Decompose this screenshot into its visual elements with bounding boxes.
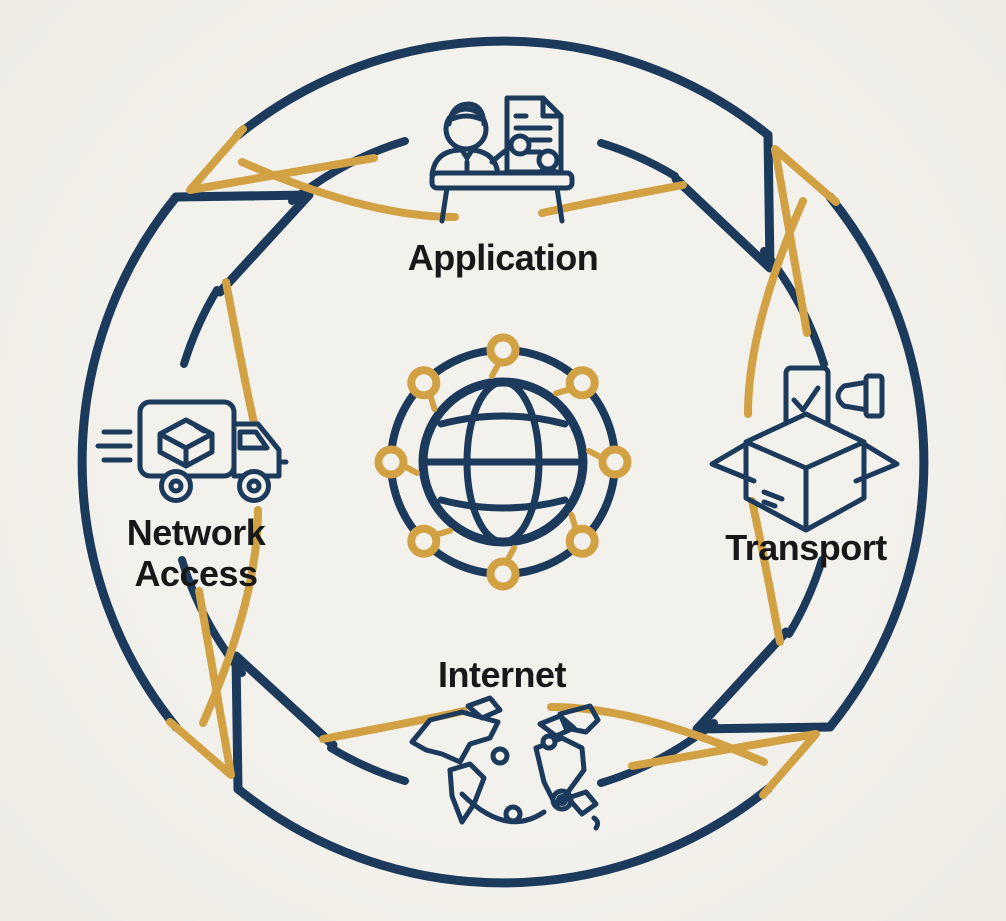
layer-label-network-access-line2: Access: [134, 553, 258, 594]
counterclockwise-arrow-ring: [166, 125, 840, 799]
layer-label-application: Application: [407, 237, 599, 278]
network-node-icon: [374, 333, 632, 591]
world-map-network-icon: [409, 695, 601, 831]
layer-label-internet: Internet: [437, 654, 567, 695]
delivery-truck-icon: [95, 399, 289, 503]
connected-globe-network-icon: [374, 333, 632, 591]
open-box-packing-hand-icon: [709, 365, 900, 533]
clockwise-arrow-ring: [77, 36, 929, 888]
layer-label-network-access-line1: Network: [126, 512, 266, 553]
clockwise-arrowhead-icon: [171, 130, 835, 794]
counterclockwise-arrowhead-icon: [166, 125, 840, 799]
presenter-with-document-icon: [429, 95, 575, 224]
layer-label-network-access: Network Access: [127, 512, 266, 594]
layer-label-transport: Transport: [725, 527, 887, 568]
